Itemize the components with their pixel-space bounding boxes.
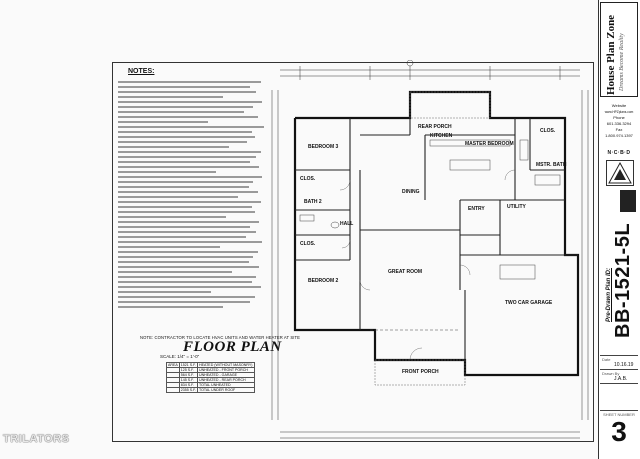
area-table-cell: TOTAL UNDER ROOF [196, 387, 255, 393]
room-great-room: GREAT ROOM [388, 269, 422, 275]
room-kitchen: KITCHEN [430, 133, 453, 139]
room-two-car-garage: TWO CAR GARAGE [505, 300, 553, 306]
title-block [598, 0, 640, 459]
room-bath-2: BATH 2 [304, 199, 322, 205]
brand-name: House Plan Zone [605, 14, 617, 95]
contractor-note: NOTE: CONTRACTOR TO LOCATE HVAC UNITS AN… [140, 335, 301, 340]
room-master-bedroom: MASTER BEDROOM [465, 141, 514, 147]
room-hall: HALL [340, 221, 353, 227]
room-front-porch: FRONT PORCH [402, 369, 439, 375]
room-master-bath: MSTR. BATH [536, 162, 567, 168]
room-closet-bedroom-2: CLOS. [300, 241, 316, 247]
drawn-by-label: Drawn By [602, 371, 620, 376]
phone-value: 601.336.3294 [606, 121, 632, 126]
area-table-row: 2355 S.F.TOTAL UNDER ROOF [166, 387, 255, 393]
contact-block: Website www.HPZplans.com Phone 601.336.3… [600, 103, 638, 139]
ncbd-seal-icon [606, 160, 634, 186]
room-entry: ENTRY [468, 206, 485, 212]
notes-heading: NOTES: [128, 68, 155, 75]
front-porch-outline [374, 359, 466, 386]
date-row: Date 10.16.19 [600, 355, 638, 370]
fax-value: 1.800.974.1397 [605, 133, 633, 138]
area-table-cell: HEATED (WITHOUT MASONRY) [196, 362, 255, 368]
room-rear-porch: REAR PORCH [418, 124, 452, 130]
floor-plan-scale: SCALE: 1/4" = 1'-0" [160, 354, 200, 359]
area-table-cell: AREA [166, 362, 180, 368]
date-value: 10.16.19 [614, 362, 634, 368]
sheet-number: 3 [611, 416, 627, 447]
plan-id: BB-1521-5L [612, 222, 634, 338]
room-utility: UTILITY [507, 204, 527, 210]
member-badge-icon [620, 190, 636, 212]
phone-label: Phone [613, 115, 625, 120]
room-dining: DINING [402, 189, 420, 195]
sheet-border [112, 62, 594, 442]
area-table-cell: 2355 S.F. [178, 387, 198, 393]
brand-logo-box: House Plan Zone Dreams Become Reality [600, 2, 638, 97]
door-swings [339, 169, 516, 361]
website-label: Website [611, 103, 627, 108]
room-closet-bedroom-3: CLOS. [300, 176, 316, 182]
area-table-cell [166, 387, 180, 393]
room-master-closet: CLOS. [540, 128, 556, 134]
dimension-lines [271, 60, 589, 439]
drawn-by-row: Drawn By J.A.B. [600, 369, 638, 384]
area-table-cell: 1521 S.F. [178, 362, 198, 368]
blank-row [600, 383, 638, 411]
area-table-cell: UNHEATED - FRONT PORCH [196, 367, 255, 373]
sheet-number-label: SHEET NUMBER [603, 412, 635, 417]
fax-label: Fax [615, 127, 623, 132]
fixtures [299, 139, 561, 331]
website-value: www.HPZplans.com [604, 110, 634, 114]
area-table-cell: UNHEATED - REAR PORCH [196, 377, 255, 383]
date-label: Date [602, 357, 611, 362]
interior-walls [295, 118, 578, 360]
drawn-by-value: J.A.B. [614, 376, 628, 382]
sheet-number-box: SHEET NUMBER 3 [600, 410, 638, 447]
rear-porch-outline [409, 91, 491, 119]
floor-plan-title: FLOOR PLAN [183, 339, 282, 355]
watermark-logo: TRILATORS [3, 433, 70, 445]
floor-plan-drawing: REAR PORCH BEDROOM 3 KITCHEN MASTER BEDR… [271, 60, 589, 439]
notes-text-block [118, 78, 268, 318]
ncbd-label: N·C·B·D [607, 150, 631, 156]
room-bedroom-3: BEDROOM 3 [308, 144, 339, 150]
room-bedroom-2: BEDROOM 2 [308, 278, 339, 284]
brand-tagline: Dreams Become Reality [619, 33, 625, 91]
